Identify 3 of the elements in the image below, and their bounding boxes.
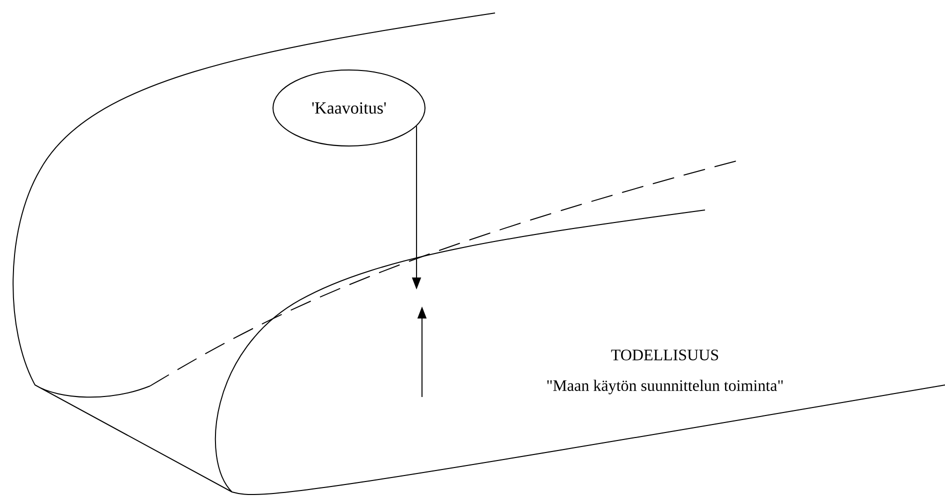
- text-label: TODELLISUUS: [611, 350, 718, 360]
- folded-surface-drawing: [12, 12, 945, 495]
- text-label: "Maan käytön suunnittelun toiminta": [547, 380, 783, 394]
